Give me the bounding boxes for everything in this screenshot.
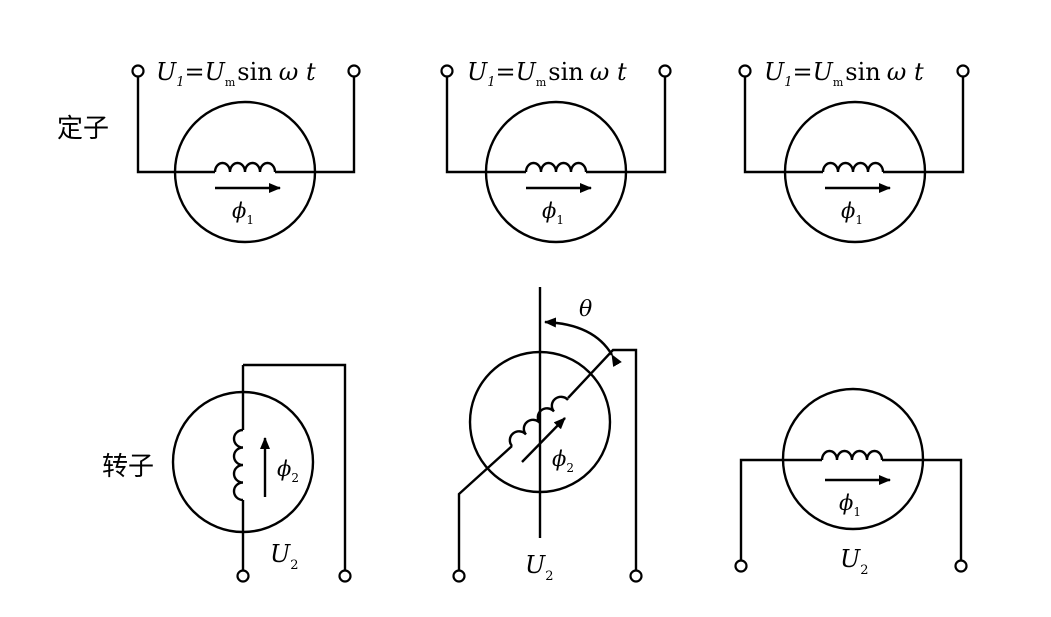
rotor-panel-1: ϕ2 U2 xyxy=(171,363,352,583)
terminal xyxy=(131,64,145,78)
rotor-wire xyxy=(457,348,638,570)
stator-coil xyxy=(821,161,885,173)
flux-label: ϕ2 xyxy=(552,447,574,475)
terminal xyxy=(738,64,752,78)
flux-label: ϕ1 xyxy=(839,491,861,519)
rotor-coil xyxy=(232,428,244,502)
terminal xyxy=(338,569,352,583)
stator-label: 定子 xyxy=(57,114,109,144)
terminal xyxy=(236,569,250,583)
terminal xyxy=(440,64,454,78)
rotor-coil xyxy=(508,395,569,447)
angle-arc xyxy=(544,317,622,368)
output-voltage-label: U2 xyxy=(525,551,554,584)
rotor-coil xyxy=(820,449,884,461)
flux-label: ϕ1 xyxy=(232,199,254,227)
stator-wire xyxy=(136,76,356,174)
rotor-panel-3: ϕ1 U2 xyxy=(734,387,968,578)
terminal xyxy=(629,569,643,583)
terminal xyxy=(956,64,970,78)
terminal xyxy=(658,64,672,78)
flux-label: ϕ1 xyxy=(542,199,564,227)
terminal xyxy=(452,569,466,583)
stator-wire xyxy=(445,76,667,174)
rotor-wire xyxy=(739,458,963,560)
output-voltage-label: U2 xyxy=(840,545,869,578)
flux-label: ϕ2 xyxy=(277,457,299,485)
terminal xyxy=(734,559,748,573)
flux-label: ϕ1 xyxy=(841,199,863,227)
rotor-wire xyxy=(241,363,347,570)
rotor-label: 转子 xyxy=(102,452,154,482)
stator-wire xyxy=(743,76,965,174)
stator-coil xyxy=(213,161,277,173)
terminal xyxy=(954,559,968,573)
flux-arrow xyxy=(521,417,566,463)
output-voltage-label: U2 xyxy=(270,540,299,573)
rotor-panel-2: θ ϕ2 U2 xyxy=(452,287,643,584)
theta-label: θ xyxy=(579,297,592,322)
terminal xyxy=(347,64,361,78)
stator-coil xyxy=(524,161,588,173)
